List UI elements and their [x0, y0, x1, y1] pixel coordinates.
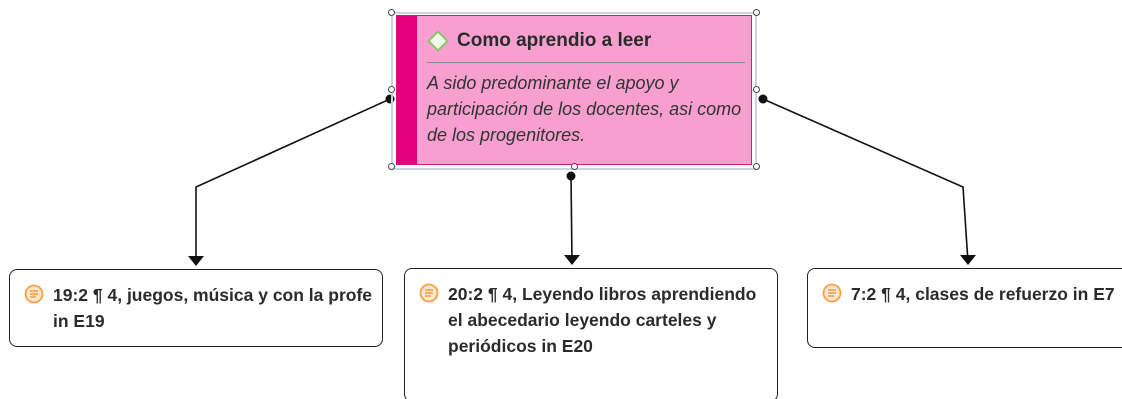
resize-handle-top-right[interactable] [753, 9, 760, 16]
quotation-text: 20:2 ¶ 4, Leyendo libros aprendiendo el … [448, 284, 757, 356]
memo-color-strip [397, 16, 417, 164]
memo-diamond-icon [427, 30, 449, 52]
quotation-icon [419, 283, 439, 303]
arrow-head-icon [188, 256, 204, 266]
quotation-node-7-2[interactable]: 7:2 ¶ 4, clases de refuerzo in E7 [807, 268, 1122, 348]
quotation-text: 7:2 ¶ 4, clases de refuerzo in E7 [851, 284, 1115, 304]
link-anchor-dot [758, 94, 768, 104]
memo-body-text: A sido predominante el apoyo y participa… [427, 73, 742, 145]
resize-handle-bottom-right[interactable] [753, 163, 760, 170]
arrow-head-icon [564, 255, 580, 265]
quotation-icon [822, 283, 842, 303]
link-memo-to-quote-20[interactable] [570, 175, 573, 263]
resize-handle-middle-right[interactable] [753, 86, 760, 93]
memo-divider [427, 62, 745, 63]
memo-node[interactable]: Como aprendio a leer A sido predominante… [396, 15, 752, 165]
link-memo-to-quote-7[interactable] [762, 98, 969, 263]
memo-title: Como aprendio a leer [457, 30, 652, 51]
resize-handle-bottom-center[interactable] [571, 163, 578, 170]
resize-handle-bottom-left[interactable] [388, 163, 395, 170]
quotation-icon [24, 284, 44, 304]
resize-handle-top-left[interactable] [388, 9, 395, 16]
memo-header: Como aprendio a leer [427, 26, 651, 56]
link-anchor-dot [566, 171, 576, 181]
resize-handle-middle-left[interactable] [388, 86, 395, 93]
quotation-node-20-2[interactable]: 20:2 ¶ 4, Leyendo libros aprendiendo el … [404, 268, 778, 399]
link-memo-to-quote-19[interactable] [195, 98, 391, 263]
quotation-text: 19:2 ¶ 4, juegos, música y con la profe … [53, 285, 373, 331]
quotation-node-19-2[interactable]: 19:2 ¶ 4, juegos, música y con la profe … [9, 269, 383, 347]
arrow-head-icon [960, 255, 976, 265]
